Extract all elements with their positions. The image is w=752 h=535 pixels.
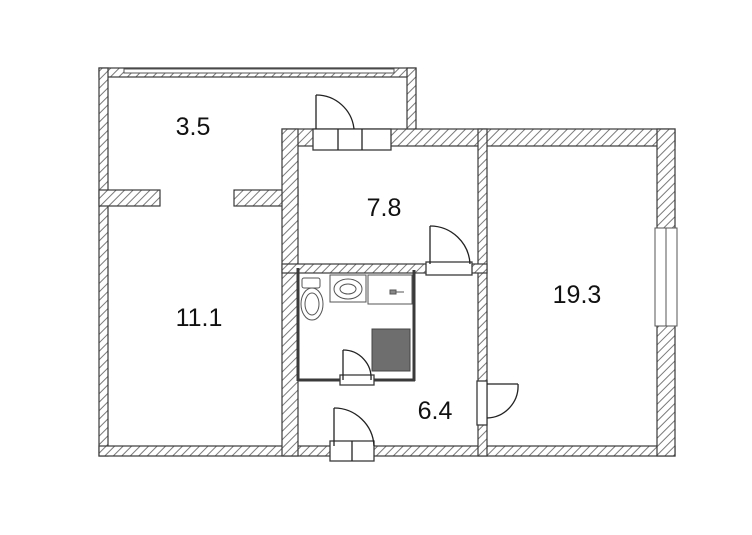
door-top: [312, 94, 392, 151]
door-room-d: [476, 380, 519, 426]
doors: [312, 94, 519, 462]
windows: [123, 68, 678, 327]
wall-center-right: [477, 128, 488, 457]
window-top: [123, 68, 395, 74]
door-room-c: [425, 225, 473, 276]
room-e-area: 6.4: [418, 397, 453, 425]
wall-stub-left: [98, 189, 161, 207]
wall-right-upper-left: [406, 67, 417, 133]
bathtub-icon: [367, 274, 413, 305]
wall-left: [98, 67, 109, 457]
room-c-area: 7.8: [367, 194, 402, 222]
toilet-icon: [300, 277, 324, 321]
room-labels: 3.5 11.1 7.8 19.3 6.4: [176, 113, 602, 425]
door-entrance: [329, 407, 375, 462]
wall-bottom: [98, 445, 676, 457]
wall-under-room-c: [281, 263, 488, 274]
room-b-area: 11.1: [176, 304, 223, 332]
door-bathroom: [339, 349, 375, 386]
room-d-area: 19.3: [553, 281, 602, 309]
stove-icon: [371, 328, 411, 372]
wall-center-left: [281, 128, 299, 457]
room-a-area: 3.5: [176, 113, 211, 141]
washbasin-icon: [329, 274, 367, 303]
inner-walls: [98, 128, 488, 457]
